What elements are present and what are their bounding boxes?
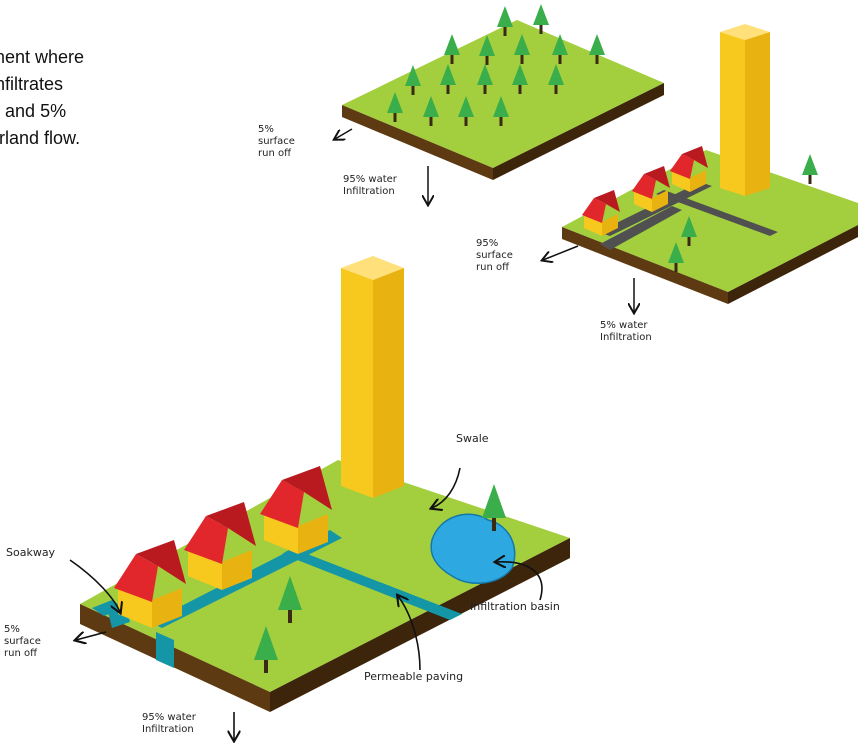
- suds-soil-right: [270, 538, 570, 712]
- suds-infiltration-label: 95% water Infiltration: [142, 712, 196, 735]
- permeable-paving-label: Permeable paving: [364, 670, 464, 683]
- natural-runoff-arrow: [335, 128, 353, 139]
- urban-soil-left: [562, 227, 728, 304]
- intro-line: onment where: [0, 47, 85, 67]
- suds-runoff-label: 5% surface run off: [4, 624, 41, 659]
- soakway-arrow: [69, 559, 120, 612]
- soakway-label: Soakway: [6, 546, 56, 559]
- scene-suds: [69, 256, 570, 740]
- natural-soil-right: [493, 83, 664, 180]
- urban-tower: [720, 24, 770, 196]
- suds-soil-left: [80, 604, 270, 712]
- swale-arrow: [432, 467, 461, 508]
- natural-infiltration-label: 95% water Infiltration: [343, 174, 397, 197]
- suds-tower: [341, 256, 404, 498]
- urban-runoff-arrow: [543, 245, 579, 260]
- suds-callout-arrows: [69, 467, 543, 740]
- infiltration-basin-arrow: [496, 562, 543, 601]
- suds-runoff-arrow: [76, 631, 107, 640]
- intro-line: overland flow.: [0, 128, 81, 148]
- intro-line: er infiltrates: [0, 74, 64, 94]
- urban-infiltration-label: 5% water Infiltration: [600, 320, 652, 343]
- natural-soil-left: [342, 105, 493, 180]
- urban-ground-surface: [562, 150, 858, 292]
- permeable-paving-arrow: [398, 596, 421, 671]
- urban-runoff-label: 95% surface run off: [476, 238, 513, 273]
- scene-natural: [335, 4, 664, 204]
- natural-ground-surface: [342, 20, 664, 168]
- natural-runoff-label: 5% surface run off: [258, 124, 295, 159]
- intro-paragraph: onment where er infiltrates und and 5% o…: [0, 44, 190, 152]
- infiltration-basin-label: Infiltration basin: [470, 600, 560, 613]
- intro-line: und and 5%: [0, 101, 67, 121]
- urban-houses: [582, 146, 708, 236]
- urban-soil-right: [728, 225, 858, 304]
- suds-ground-surface: [80, 460, 570, 692]
- scene-urban: [543, 24, 858, 312]
- suds-houses: [114, 466, 332, 628]
- swale-label: Swale: [456, 432, 489, 445]
